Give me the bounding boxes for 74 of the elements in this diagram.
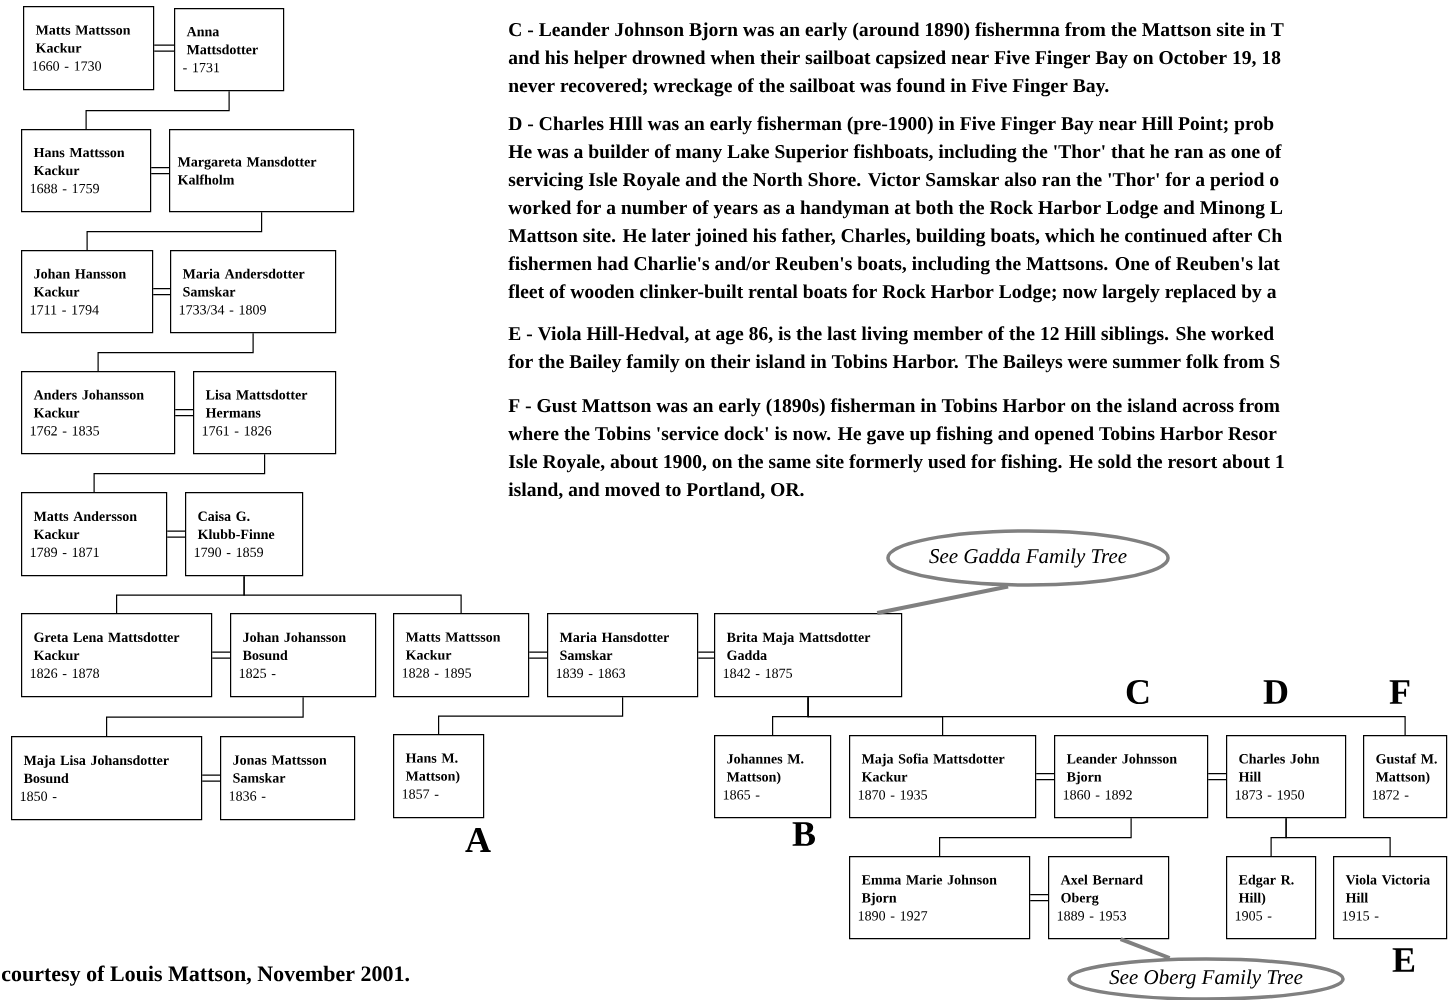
person-box: Johan Johansson Bosund 1825 - <box>230 613 377 698</box>
descent-line <box>93 453 266 493</box>
note-line: never recovered; wreckage of the sailboat was found in Five Finger Bay. <box>508 78 1109 97</box>
person-box: Matts Andersson Kackur 1789 - 1871 <box>21 492 168 577</box>
person-box: Anders Johansson Kackur 1762 - 1835 <box>21 371 176 455</box>
note-line: Isle Royale, about 1900, on the same site formerly used for fishing. He sold the resort about 1 <box>508 454 1284 473</box>
letter-marker: B <box>792 822 815 846</box>
person-box: Jonas Mattsson Samskar 1836 - <box>220 736 356 821</box>
leader-line <box>1119 937 1171 960</box>
person-box: Matts Mattsson Kackur 1660 - 1730 <box>23 6 155 91</box>
descent-line <box>807 696 1406 736</box>
person-box: Emma Marie Johnson Bjorn 1890 - 1927 <box>849 856 1031 940</box>
descent-line <box>97 332 254 372</box>
note-line: F - Gust Mattson was an early (1890s) fisherman in Tobins Harbor on the island across from <box>508 398 1280 417</box>
note-line: and his helper drowned when their sailboat capsized near Five Finger Bay on October 19, 18 <box>508 50 1281 69</box>
marriage-line <box>211 651 231 659</box>
marriage-line <box>1035 773 1055 781</box>
note-line: He was a builder of many Lake Superior fishboats, including the 'Thor' that he ran as one of <box>508 144 1282 163</box>
person-box: Margareta Mansdotter Kalfholm <box>169 129 355 213</box>
marriage-line <box>166 530 186 538</box>
descent-line <box>939 817 1132 857</box>
person-box: Maria Hansdotter Samskar 1839 - 1863 <box>547 613 699 698</box>
person-box: Anna Mattsdotter - 1731 <box>174 8 285 92</box>
note-line: Mattson site. He later joined his father, Charles, building boats, which he continued after Ch <box>508 228 1282 247</box>
note-line: D - Charles HIll was an early fisherman (pre-1900) in Five Finger Bay near Hill Point; prob <box>508 116 1274 135</box>
credit-line: courtesy of Louis Mattson, November 2001. <box>1 965 409 986</box>
marriage-line <box>1029 894 1049 902</box>
person-box: Maja Lisa Johansdotter Bosund 1850 - <box>11 736 203 821</box>
note-line: where the Tobins 'service dock' is now. He gave up fishing and opened Tobins Harbor Resor <box>508 426 1277 445</box>
person-box: Maja Sofia Mattsdotter Kackur 1870 - 1935 <box>849 735 1037 819</box>
person-box: Hans M. Mattson) 1857 - <box>393 734 485 819</box>
note-line: fishermen had Charlie's and/or Reuben's boats, including the Mattsons. One of Reuben's lat <box>508 256 1280 275</box>
letter-marker: D <box>1263 680 1288 704</box>
note-line: E - Viola Hill-Hedval, at age 86, is the last living member of the 12 Hill siblings. She worked <box>508 326 1274 345</box>
descent-line <box>1285 817 1391 857</box>
marriage-line <box>150 167 170 175</box>
person-box: Hans Mattsson Kackur 1688 - 1759 <box>21 129 152 213</box>
person-box: Johan Hansson Kackur 1711 - 1794 <box>21 250 154 334</box>
person-box: Edgar R. Hill) 1905 - <box>1226 856 1317 940</box>
marriage-line <box>528 651 548 659</box>
letter-marker: C <box>1126 679 1149 705</box>
note-line: island, and moved to Portland, OR. <box>508 482 804 499</box>
letter-marker: A <box>465 828 491 852</box>
marriage-line <box>174 409 194 417</box>
note-line: for the Bailey family on their island in Tobins Harbor. The Baileys were summer folk from S <box>508 354 1280 373</box>
person-box: Charles John Hill 1873 - 1950 <box>1226 735 1347 819</box>
person-box: Gustaf M. Mattson) 1872 - <box>1363 735 1448 819</box>
descent-line <box>85 90 230 130</box>
letter-marker: F <box>1389 680 1410 704</box>
note-line: C - Leander Johnson Bjorn was an early (around 1890) fishermna from the Mattson site in T <box>509 22 1284 41</box>
note-line: worked for a number of years as a handyman at both the Rock Harbor Lodge and Minong L <box>508 200 1283 219</box>
note-line: fleet of wooden clinker-built rental boats for Rock Harbor Lodge; now largely replaced by a <box>508 284 1277 303</box>
marriage-line <box>1207 773 1227 781</box>
person-box: Matts Mattsson Kackur 1828 - 1895 <box>393 613 530 698</box>
person-box: Leander Johnsson Bjorn 1860 - 1892 <box>1054 735 1209 819</box>
note-line: servicing Isle Royale and the North Shore. Victor Samskar also ran the 'Thor' for a period o <box>508 172 1279 191</box>
descent-line <box>243 575 462 614</box>
person-box: Maria Andersdotter Samskar 1733/34 - 1809 <box>170 250 337 334</box>
person-box: Brita Maja Mattsdotter Gadda 1842 - 1875 <box>714 613 903 698</box>
person-box: Axel Bernard Oberg 1889 - 1953 <box>1048 856 1170 940</box>
person-box: Lisa Mattsdotter Hermans 1761 - 1826 <box>193 371 337 455</box>
leader-line <box>876 584 1009 615</box>
person-box: Johannes M. Mattson) 1865 - <box>714 735 832 819</box>
letter-marker: E <box>1392 948 1415 972</box>
marriage-line <box>697 651 715 659</box>
marriage-line <box>152 288 171 296</box>
person-box: Greta Lena Mattsdotter Kackur 1826 - 1878 <box>21 613 213 698</box>
person-box: Caisa G. Klubb-Finne 1790 - 1859 <box>185 492 304 577</box>
marriage-line <box>153 44 175 52</box>
person-box: Viola Victoria Hill 1915 - <box>1333 856 1448 940</box>
descent-line <box>106 696 304 737</box>
descent-line <box>86 211 263 251</box>
descent-line <box>438 696 624 735</box>
marriage-line <box>201 774 221 782</box>
